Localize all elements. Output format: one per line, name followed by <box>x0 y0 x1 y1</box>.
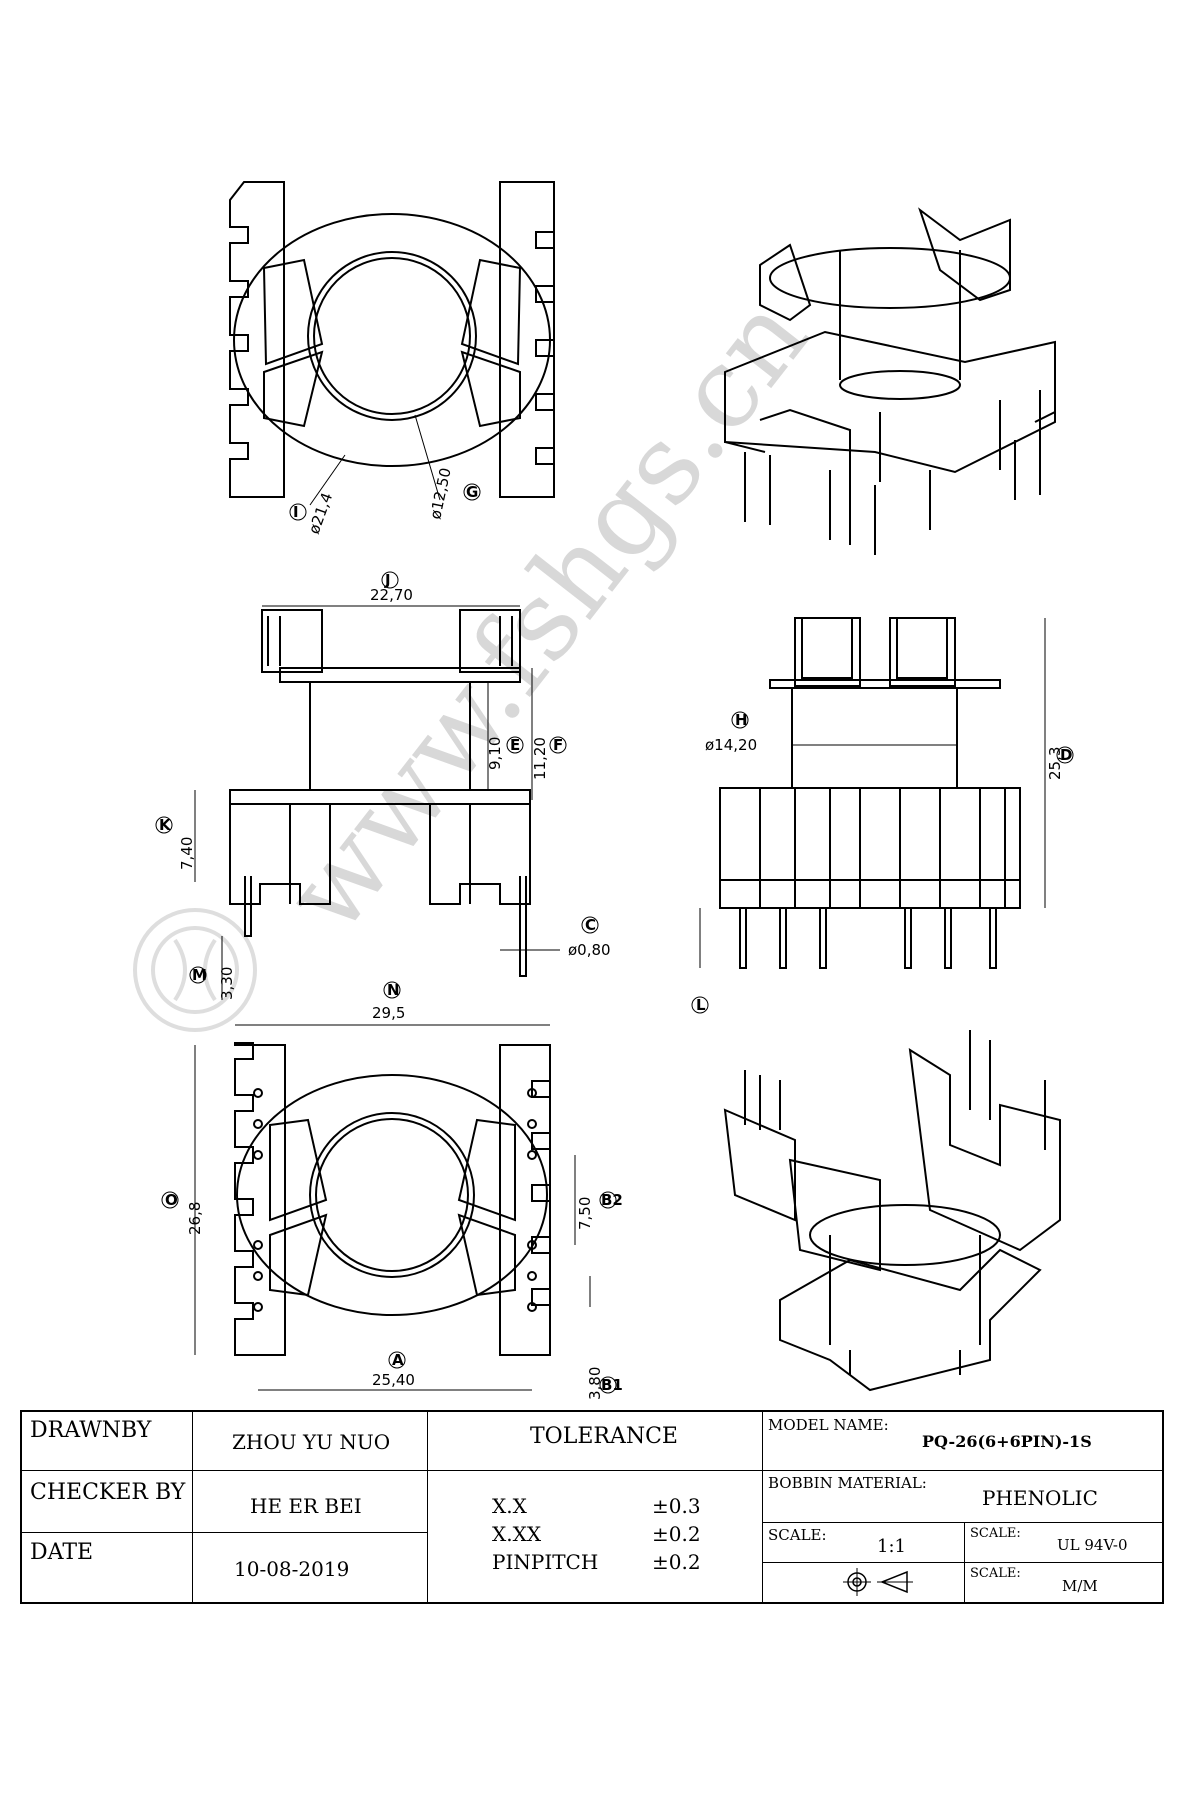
top-view-dims: ø21,4 ø12,50 I G <box>289 414 481 536</box>
tolerance-label: TOLERANCE <box>530 1424 678 1449</box>
ref-D: D <box>1060 746 1072 764</box>
checker-label: CHECKER BY <box>30 1480 186 1505</box>
ref-B1: B1 <box>601 1376 623 1394</box>
dim-width: 22,70 <box>370 586 413 604</box>
material-label: BOBBIN MATERIAL: <box>768 1474 927 1492</box>
scale-value: 1:1 <box>877 1536 906 1557</box>
dim-inner-h: 9,10 <box>486 737 504 770</box>
tol-name-2: X.XX <box>492 1522 542 1546</box>
top-view <box>229 181 555 498</box>
tol-value-2: ±0.2 <box>652 1522 701 1546</box>
ref-E: E <box>510 736 520 754</box>
checker-value: HE ER BEI <box>250 1494 362 1518</box>
iso-view-top <box>724 207 1056 555</box>
dim-total-h: 25,3 <box>1046 747 1064 780</box>
dim-total-h2: 26,8 <box>186 1202 204 1235</box>
ref-M: M <box>192 966 207 984</box>
scale3-label: SCALE: <box>970 1566 1021 1581</box>
dim-row-gap: 7,50 <box>576 1197 594 1230</box>
drawn-by-value: ZHOU YU NUO <box>232 1430 391 1454</box>
tol-name-1: X.X <box>492 1494 527 1518</box>
drawn-by-label: DRAWNBY <box>30 1418 152 1443</box>
projection-symbol-icon <box>843 1568 913 1596</box>
ref-F: F <box>553 736 563 754</box>
unit-value: M/M <box>1062 1577 1098 1595</box>
side-view <box>719 617 1021 969</box>
scale2-label: SCALE: <box>970 1526 1021 1541</box>
dim-core-dia: ø14,20 <box>705 736 757 754</box>
watermark-text: www.fshgs.cn <box>260 273 833 956</box>
front-view-dims: 22,70 J 9,10 E 11,20 F 7,40 K ø0,80 C 3,… <box>155 571 611 1000</box>
flammability-value: UL 94V-0 <box>1057 1536 1128 1554</box>
dim-outer-dia: ø21,4 <box>305 490 336 536</box>
side-view-dims: ø14,20 H 25,3 D L <box>691 618 1074 1014</box>
ref-B2: B2 <box>601 1191 623 1209</box>
ref-G: G <box>466 483 478 501</box>
ref-K: K <box>159 816 172 834</box>
bottom-view <box>234 1042 551 1356</box>
tol-name-3: PINPITCH <box>492 1550 599 1574</box>
dim-base-h: 7,40 <box>178 837 196 870</box>
ref-C: C <box>585 916 596 934</box>
date-value: 10-08-2019 <box>234 1557 350 1581</box>
bottom-view-dims: 29,5 N 26,8 O 7,50 B2 25,40 A 3,80 B1 <box>161 981 623 1400</box>
dim-pitch: 3,80 <box>586 1367 604 1400</box>
watermark-logo <box>133 908 257 1032</box>
ref-I: I <box>293 503 299 521</box>
material-value: PHENOLIC <box>982 1486 1098 1510</box>
model-value: PQ-26(6+6PIN)-1S <box>922 1432 1092 1451</box>
ref-L: L <box>696 996 706 1014</box>
date-label: DATE <box>30 1540 94 1565</box>
dim-inner-dia: ø12,50 <box>426 466 454 521</box>
front-view <box>229 609 531 977</box>
tol-value-3: ±0.2 <box>652 1550 701 1574</box>
scale-label: SCALE: <box>768 1526 827 1544</box>
model-label: MODEL NAME: <box>768 1416 889 1434</box>
tol-value-1: ±0.3 <box>652 1494 701 1518</box>
ref-J: J <box>384 571 391 589</box>
dim-pin-len: 3,30 <box>218 967 236 1000</box>
dim-pin-dia: ø0,80 <box>568 941 611 959</box>
title-block: DRAWNBY ZHOU YU NUO CHECKER BY HE ER BEI… <box>20 1410 1164 1604</box>
ref-A: A <box>392 1351 404 1369</box>
ref-H: H <box>735 711 748 729</box>
ref-N: N <box>387 981 400 999</box>
ref-O: O <box>165 1191 178 1209</box>
dim-total-w: 29,5 <box>372 1004 405 1022</box>
dim-flange-h: 11,20 <box>531 737 549 780</box>
dim-pin-span: 25,40 <box>372 1371 415 1389</box>
iso-view-bottom <box>723 1030 1061 1392</box>
